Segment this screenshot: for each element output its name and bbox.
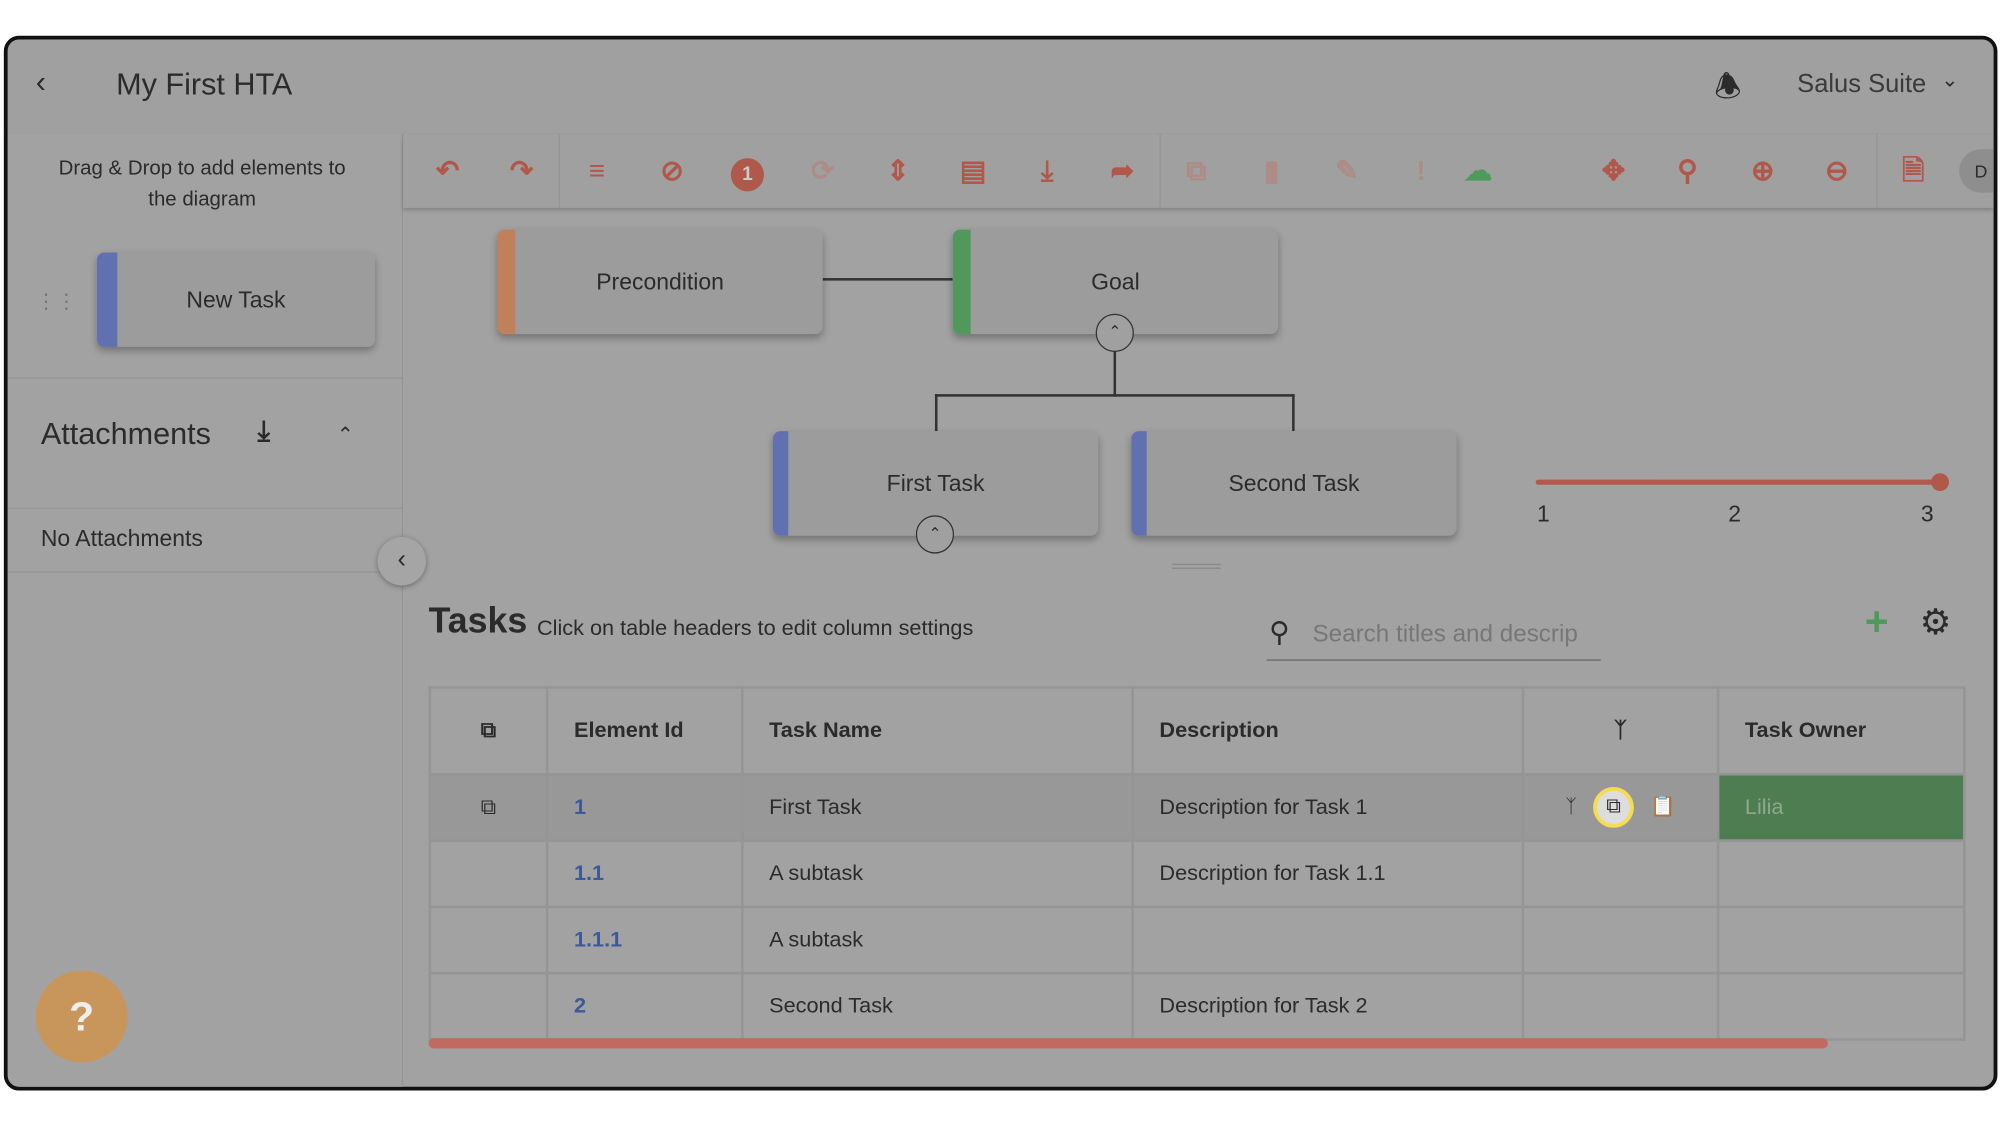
redo-icon[interactable]: ↷	[509, 154, 534, 187]
delete-icon[interactable]: ▮	[1263, 154, 1280, 187]
bell-icon[interactable]: 🕭	[1714, 70, 1742, 105]
tasks-title: Tasks	[428, 600, 528, 641]
copy-column-header[interactable]: ⧉	[428, 686, 549, 776]
download-icon[interactable]: ⤓	[1040, 154, 1054, 187]
cloud-done-icon[interactable]: ☁	[1464, 154, 1493, 187]
back-icon[interactable]: ‹	[35, 65, 46, 100]
table-row[interactable]: ⧉ 1 First Task Description for Task 1 ᛉ …	[428, 772, 1966, 842]
exclamation-icon[interactable]: !	[1416, 154, 1426, 187]
help-chat-button[interactable]: ?	[35, 970, 128, 1063]
no-attachments: No Attachments	[40, 525, 203, 552]
task-name[interactable]: First Task	[741, 772, 1134, 842]
search-input[interactable]: ⚲ Search titles and descrip	[1266, 614, 1601, 661]
drag-hint: Drag & Drop to add elements to the diagr…	[58, 158, 346, 211]
zoom-in-icon[interactable]: ⊕	[1750, 154, 1775, 187]
move-icon[interactable]: ✥	[1601, 154, 1626, 187]
slider-label: 1	[1536, 501, 1550, 527]
search-icon[interactable]: ⚲	[1677, 154, 1698, 187]
diagram-node-second-task[interactable]: Second Task	[1131, 431, 1457, 536]
chevron-down-icon[interactable]: ⌄	[1941, 70, 1959, 92]
copy-icon[interactable]: ⧉	[1186, 154, 1207, 187]
task-owner[interactable]: Lilia	[1716, 772, 1966, 842]
diagram-node-precondition[interactable]: Precondition	[497, 229, 823, 335]
copy-row-icon[interactable]: ⧉	[1593, 786, 1634, 828]
scrollbar-thumb[interactable]	[428, 1038, 1828, 1049]
horizontal-scrollbar[interactable]	[428, 1038, 1966, 1049]
slider-label: 2	[1728, 501, 1742, 527]
task-name[interactable]: A subtask	[741, 839, 1134, 909]
task-owner[interactable]	[1716, 905, 1966, 975]
task-description[interactable]: Description for Task 2	[1131, 971, 1525, 1041]
element-id[interactable]: 2	[545, 971, 744, 1041]
toolbar: ↶ ↷ ≡ ⊘ 1 ⟳ ⇕ ▤ ⤓ ➦ ⧉ ▮ ✎ ! ☁ ✥ ⚲ ⊕ ⊖ 🗎 …	[403, 133, 1994, 208]
gear-icon[interactable]: ⚙	[1919, 602, 1952, 642]
row-actions: ᛉ ⧉ 📋	[1521, 772, 1720, 842]
task-name[interactable]: A subtask	[741, 905, 1134, 975]
app-window: ‹ My First HTA 🕭 Salus Suite ⌄ Drag & Dr…	[3, 35, 1998, 1091]
node-label: First Task	[886, 470, 985, 496]
slider-thumb[interactable]	[1931, 473, 1949, 492]
task-owner[interactable]	[1716, 971, 1966, 1041]
task-owner[interactable]	[1716, 839, 1966, 909]
task-description[interactable]	[1131, 905, 1525, 975]
resize-handle[interactable]	[1172, 563, 1221, 569]
node-label: Goal	[1091, 268, 1140, 295]
account-menu[interactable]: Salus Suite	[1797, 70, 1927, 99]
table-header: ⧉ Element Id Task Name Description ᛉ Tas…	[428, 686, 1966, 776]
task-name[interactable]: Second Task	[741, 971, 1134, 1041]
user-avatar[interactable]: D	[1959, 149, 1994, 193]
attachments-title: Attachments	[40, 417, 211, 452]
new-task-label: New Task	[186, 286, 286, 312]
report-icon[interactable]: 🗎	[1901, 154, 1925, 187]
branch-icon[interactable]: ᛉ	[1565, 795, 1577, 818]
column-task-name[interactable]: Task Name	[741, 686, 1134, 776]
expand-vertical-icon[interactable]: ⇕	[886, 154, 910, 187]
sync-icon[interactable]: ⟳	[810, 154, 835, 187]
node-label: Precondition	[596, 268, 724, 295]
collapse-first-task-button[interactable]: ⌃	[915, 515, 955, 554]
level-slider[interactable]	[1535, 479, 1944, 485]
tasks-table: ⧉ Element Id Task Name Description ᛉ Tas…	[428, 686, 1966, 1041]
slider-label: 3	[1920, 501, 1934, 527]
drag-handle-icon[interactable]: ⋮⋮	[35, 292, 77, 314]
element-id[interactable]: 1	[545, 772, 744, 842]
element-id[interactable]: 1.1	[545, 839, 744, 909]
collapse-sidebar-button[interactable]: ‹	[377, 536, 427, 586]
page-title: My First HTA	[116, 67, 293, 103]
error-count-icon[interactable]: 1	[728, 152, 766, 192]
copy-icon[interactable]: ⧉	[428, 772, 549, 842]
search-placeholder: Search titles and descrip	[1312, 621, 1578, 648]
tasks-subtitle: Click on table headers to edit column se…	[536, 616, 974, 641]
add-task-button[interactable]: +	[1864, 598, 1889, 645]
visibility-off-icon[interactable]: ⊘	[660, 154, 684, 187]
upload-icon[interactable]: ⤓	[257, 414, 271, 447]
diagram-node-first-task[interactable]: First Task	[772, 431, 1099, 536]
edit-icon[interactable]: ✎	[1335, 154, 1359, 187]
task-description[interactable]: Description for Task 1.1	[1131, 839, 1525, 909]
search-icon: ⚲	[1269, 616, 1290, 648]
column-task-owner[interactable]: Task Owner	[1716, 686, 1966, 776]
column-description[interactable]: Description	[1131, 686, 1525, 776]
chevron-up-icon[interactable]: ⌃	[336, 424, 354, 447]
collapse-goal-button[interactable]: ⌃	[1095, 313, 1134, 353]
paste-icon[interactable]: 📋	[1650, 795, 1676, 818]
clipboard-pulse-icon[interactable]: ▤	[959, 154, 987, 187]
element-id[interactable]: 1.1.1	[545, 905, 744, 975]
undo-icon[interactable]: ↶	[435, 154, 460, 187]
settings-sliders-icon[interactable]: ≡	[588, 154, 606, 187]
new-task-palette-item[interactable]: New Task	[96, 252, 375, 347]
column-element-id[interactable]: Element Id	[545, 686, 744, 776]
task-description[interactable]: Description for Task 1	[1131, 772, 1525, 842]
zoom-out-icon[interactable]: ⊖	[1824, 154, 1849, 187]
node-label: Second Task	[1228, 470, 1360, 496]
header: ‹ My First HTA 🕭 Salus Suite ⌄	[7, 39, 1994, 134]
branch-column-header[interactable]: ᛉ	[1521, 686, 1720, 776]
sidebar: Drag & Drop to add elements to the diagr…	[7, 133, 404, 1087]
share-icon[interactable]: ➦	[1110, 154, 1135, 187]
